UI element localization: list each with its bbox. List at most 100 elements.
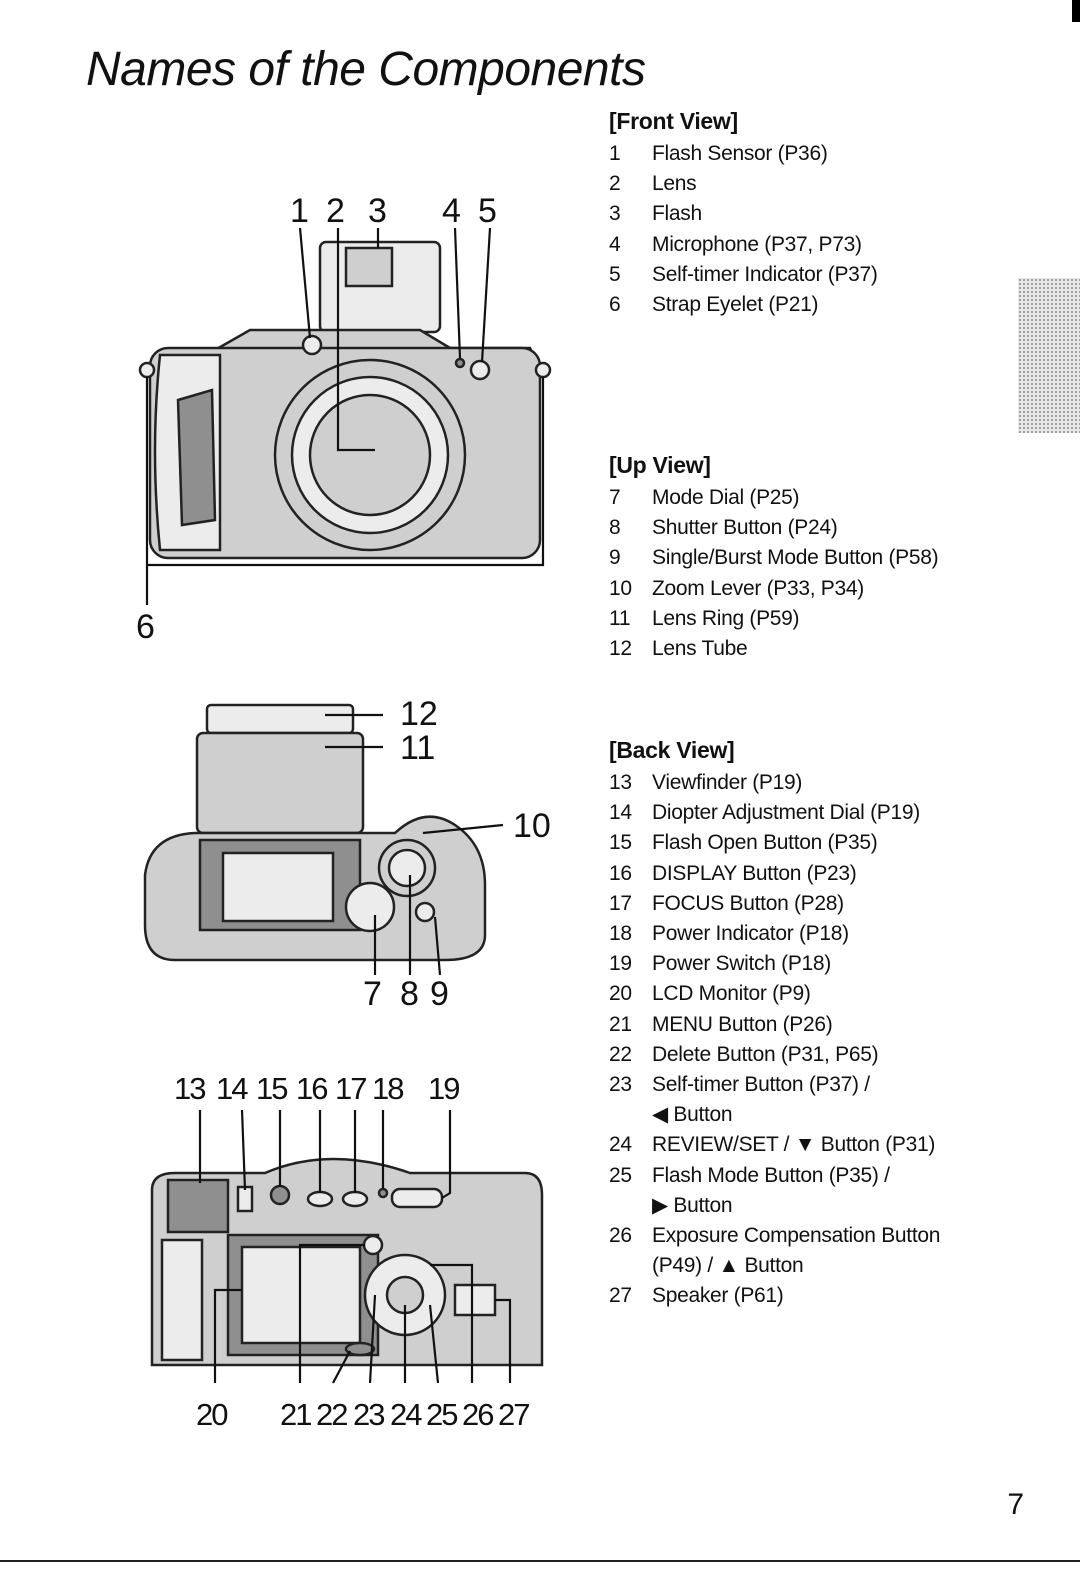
- callout-16: 16: [296, 1071, 327, 1106]
- item-label: REVIEW/SET / ▼ Button (P31): [652, 1133, 936, 1157]
- item-label: Flash Mode Button (P35) /: [652, 1163, 890, 1187]
- diopter-dial: [236, 1185, 254, 1213]
- callout-4: 4: [442, 192, 461, 230]
- list-item: 19 Power Switch (P18): [609, 949, 1009, 979]
- callout-26: 26: [462, 1397, 493, 1432]
- item-number: 12: [609, 637, 632, 661]
- item-number: 22: [609, 1042, 632, 1066]
- item-label: Lens Ring (P59): [652, 606, 800, 630]
- callout-15: 15: [256, 1071, 287, 1106]
- left-grip: [160, 1238, 204, 1362]
- focus-button: [341, 1190, 369, 1208]
- item-number: 20: [609, 982, 632, 1006]
- shutter-button: [387, 848, 427, 888]
- callout-13: 13: [174, 1071, 205, 1106]
- item-number: 23: [609, 1073, 632, 1097]
- item-number: 2: [609, 172, 621, 196]
- burst-mode-button: [414, 901, 436, 923]
- flash-window: [344, 246, 394, 288]
- back-view-heading: [Back View]: [609, 737, 735, 763]
- item-number: 19: [609, 952, 632, 976]
- callout-7: 7: [363, 975, 382, 1013]
- list-item: 23 Self-timer Button (P37) /: [609, 1070, 1009, 1100]
- callout-11: 11: [400, 729, 435, 767]
- list-item: 13 Viewfinder (P19): [609, 768, 1009, 798]
- callout-2: 2: [326, 192, 345, 230]
- up-view-heading: [Up View]: [609, 452, 711, 478]
- front-view-heading: [Front View]: [609, 108, 738, 134]
- item-label: Self-timer Button (P37) /: [652, 1073, 870, 1097]
- flash-sensor: [301, 334, 323, 356]
- item-label: Strap Eyelet (P21): [652, 293, 819, 317]
- microphone: [454, 357, 466, 369]
- flash-open-button: [269, 1184, 291, 1206]
- item-label: Self-timer Indicator (P37): [652, 262, 878, 286]
- callout-17: 17: [335, 1071, 366, 1106]
- item-label-continued: (P49) / ▲ Button: [652, 1254, 804, 1278]
- power-switch: [390, 1187, 444, 1209]
- delete-button: [344, 1341, 376, 1357]
- callout-27: 27: [498, 1397, 529, 1432]
- item-number: 18: [609, 922, 632, 946]
- item-label-continued: ▶ Button: [652, 1193, 733, 1217]
- item-number: 15: [609, 831, 632, 855]
- menu-button: [362, 1234, 384, 1256]
- page-number: 7: [1007, 1488, 1024, 1521]
- front-view-illustration: 1 2 3 4 5 6: [136, 192, 552, 646]
- item-number: 3: [609, 202, 621, 226]
- list-item: 1 Flash Sensor (P36): [609, 139, 1009, 169]
- callout-25: 25: [426, 1397, 457, 1432]
- item-number: 5: [609, 262, 621, 286]
- item-number: 8: [609, 516, 621, 540]
- item-number: 24: [609, 1133, 632, 1157]
- item-label: Diopter Adjustment Dial (P19): [652, 801, 920, 825]
- item-label: Lens Tube: [652, 637, 748, 661]
- list-item: 3 Flash: [609, 199, 1009, 229]
- item-number: 21: [609, 1012, 632, 1036]
- item-label-continued: ◀ Button: [652, 1103, 733, 1127]
- display-button: [306, 1190, 334, 1208]
- self-timer-indicator: [469, 359, 491, 381]
- item-label: Flash Sensor (P36): [652, 142, 828, 165]
- item-label: Power Switch (P18): [652, 952, 831, 976]
- grip-texture: [176, 388, 217, 527]
- item-label: Delete Button (P31, P65): [652, 1042, 879, 1066]
- item-label: Viewfinder (P19): [652, 771, 803, 794]
- item-number: 13: [609, 771, 632, 794]
- item-number: 25: [609, 1163, 632, 1187]
- item-label: Zoom Lever (P33, P34): [652, 576, 864, 600]
- callout-18: 18: [372, 1071, 403, 1106]
- item-label: Flash: [652, 202, 702, 226]
- page-title: Names of the Components: [86, 43, 646, 96]
- callout-9: 9: [430, 975, 449, 1013]
- item-number: 1: [609, 142, 621, 165]
- callout-1: 1: [290, 192, 309, 230]
- callout-24: 24: [390, 1397, 422, 1432]
- page-corner-mark: [1072, 0, 1080, 22]
- item-number: 7: [609, 486, 621, 509]
- viewfinder: [166, 1178, 230, 1234]
- callout-8: 8: [400, 975, 419, 1013]
- list-item: 24 REVIEW/SET / ▼ Button (P31): [609, 1130, 1009, 1160]
- list-item: 20 LCD Monitor (P9): [609, 979, 1009, 1009]
- item-label: LCD Monitor (P9): [652, 982, 811, 1006]
- list-item: 12 Lens Tube: [609, 634, 1009, 664]
- callout-14: 14: [216, 1071, 248, 1106]
- callout-23: 23: [353, 1397, 384, 1432]
- item-number: 26: [609, 1224, 632, 1248]
- strap-eyelet-right: [534, 361, 552, 379]
- item-label: Power Indicator (P18): [652, 922, 849, 946]
